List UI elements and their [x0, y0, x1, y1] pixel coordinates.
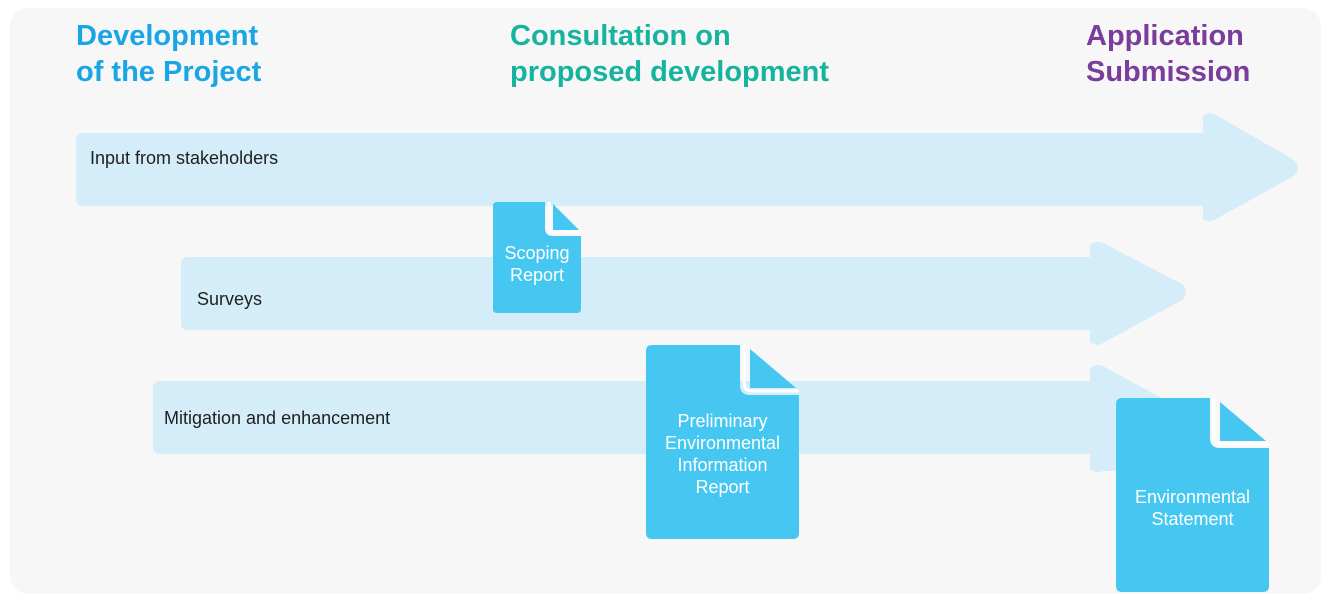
document-title: Preliminary Environmental Information Re… — [646, 410, 799, 498]
stage-title-application: Application Submission — [1086, 18, 1316, 90]
arrow-shape — [76, 113, 1298, 222]
document-icon — [493, 202, 581, 313]
document-title-line: Report — [695, 477, 750, 497]
arrow-label-input-from-stakeholders: Input from stakeholders — [90, 148, 279, 168]
document-title-line: Information — [677, 455, 768, 475]
arrow-label-surveys: Surveys — [197, 289, 263, 309]
stage-title-line: Submission — [1086, 56, 1251, 88]
arrow-label-mitigation-and-enhancement: Mitigation and enhancement — [164, 408, 391, 428]
document-scoping-report: Scoping Report — [493, 202, 581, 313]
document-title-line: Environmental — [664, 433, 781, 453]
document-title: Scoping Report — [493, 242, 581, 286]
stage-title-line: of the Project — [76, 56, 262, 88]
stage-title-line: Application — [1086, 20, 1244, 52]
stage-title-line: Consultation on — [510, 20, 731, 52]
stage-title-line: Development — [76, 20, 259, 52]
document-preliminary-environmental-information-report: Preliminary Environmental Information Re… — [646, 345, 799, 539]
document-title-line: Report — [509, 265, 565, 285]
stage-title-consultation: Consultation on proposed development — [510, 18, 930, 90]
document-title-line: Preliminary — [677, 411, 768, 431]
document-icon — [646, 345, 799, 539]
document-title-line: Statement — [1151, 509, 1234, 529]
stage-title-development: Development of the Project — [76, 18, 396, 90]
document-environmental-statement: Environmental Statement — [1116, 398, 1269, 592]
document-title: Environmental Statement — [1116, 486, 1269, 530]
document-title-line: Scoping — [504, 243, 570, 263]
document-icon — [1116, 398, 1269, 592]
stage-title-line: proposed development — [510, 56, 830, 88]
arrow-shape — [181, 241, 1186, 345]
document-title-line: Environmental — [1134, 487, 1251, 507]
